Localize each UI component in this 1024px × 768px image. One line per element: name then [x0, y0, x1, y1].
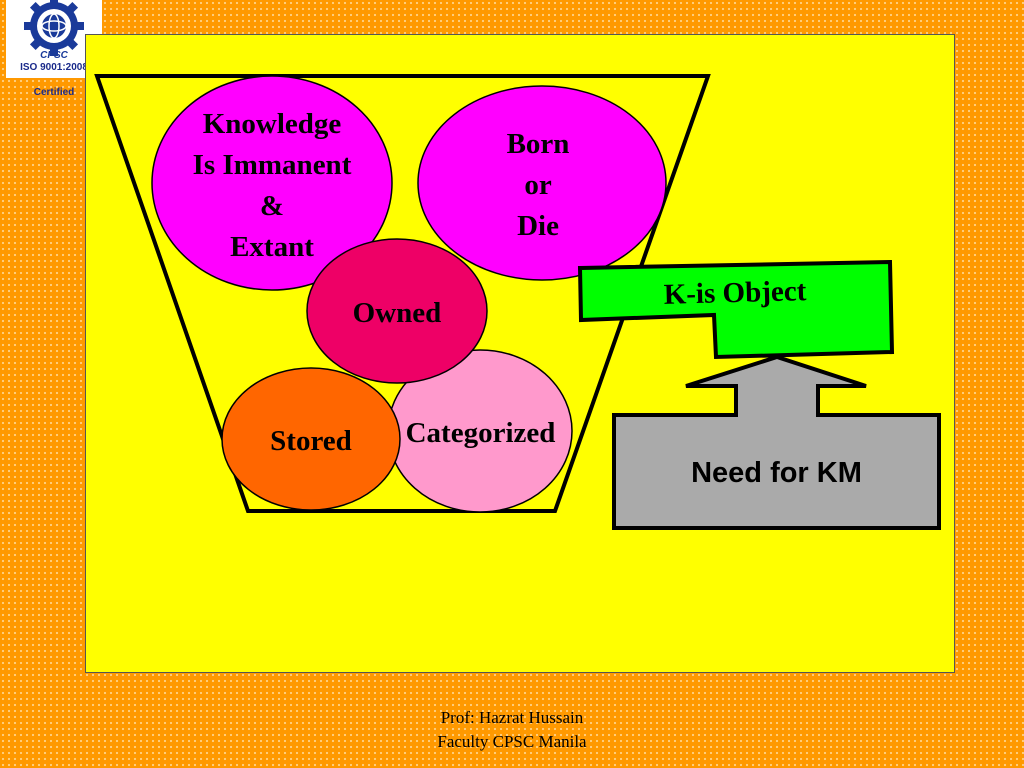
categorized-label: Categorized — [405, 417, 556, 449]
knowledge-line-1: Knowledge — [202, 108, 342, 140]
born-line-1: Born — [506, 128, 570, 160]
footer-affiliation: Faculty CPSC Manila — [437, 732, 587, 751]
k-object-box — [577, 259, 895, 360]
footer-author: Prof: Hazrat Hussain — [440, 708, 584, 727]
stored-label: Stored — [270, 425, 352, 457]
funnel-shape — [94, 74, 711, 513]
knowledge-bubble — [151, 75, 393, 291]
born-line-3: Die — [517, 210, 559, 242]
born-label: Born or Die — [458, 124, 618, 247]
logo-brand: CPSC — [40, 50, 69, 61]
stored-bubble — [221, 367, 401, 511]
knowledge-line-4: Extant — [230, 231, 314, 263]
k-object-label: K-is Object — [663, 275, 807, 311]
gear-icon: CPSC — [24, 0, 84, 61]
need-km-label: Need for KM — [691, 457, 862, 489]
born-line-2: or — [524, 169, 552, 201]
logo-certified: Certified — [33, 87, 75, 98]
footer: Prof: Hazrat Hussain Faculty CPSC Manila — [352, 706, 672, 754]
born-bubble — [417, 85, 667, 281]
owned-label: Owned — [352, 297, 442, 329]
knowledge-label: Knowledge Is Immanent & Extant — [162, 104, 382, 268]
knowledge-line-2: Is Immanent — [192, 149, 352, 181]
knowledge-line-3: & — [259, 190, 285, 222]
need-km-arrow-box — [612, 354, 941, 530]
logo-iso: ISO 9001:2008 — [20, 62, 88, 73]
owned-bubble — [306, 238, 488, 384]
